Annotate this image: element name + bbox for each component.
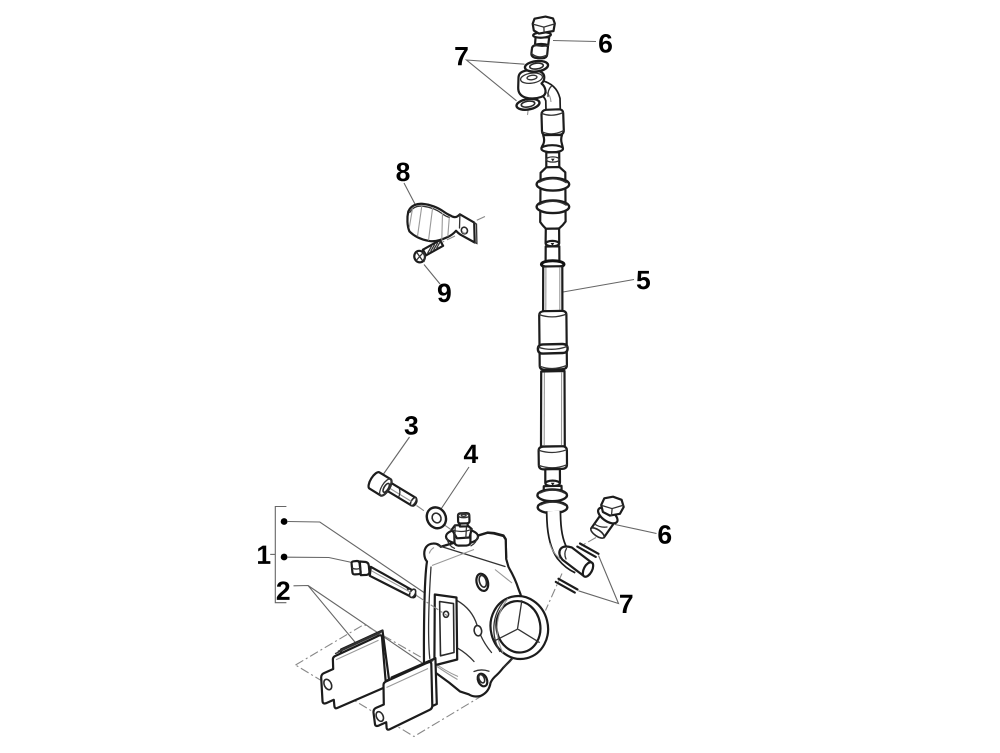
svg-text:2: 2 bbox=[276, 576, 291, 606]
svg-text:7: 7 bbox=[619, 589, 634, 619]
svg-text:8: 8 bbox=[396, 157, 411, 187]
svg-text:4: 4 bbox=[463, 439, 478, 469]
svg-text:3: 3 bbox=[404, 410, 419, 440]
svg-text:9: 9 bbox=[437, 278, 452, 308]
svg-text:5: 5 bbox=[636, 265, 651, 295]
svg-text:6: 6 bbox=[598, 29, 613, 59]
svg-text:6: 6 bbox=[657, 520, 672, 550]
svg-text:7: 7 bbox=[454, 41, 469, 71]
svg-text:1: 1 bbox=[256, 540, 271, 570]
